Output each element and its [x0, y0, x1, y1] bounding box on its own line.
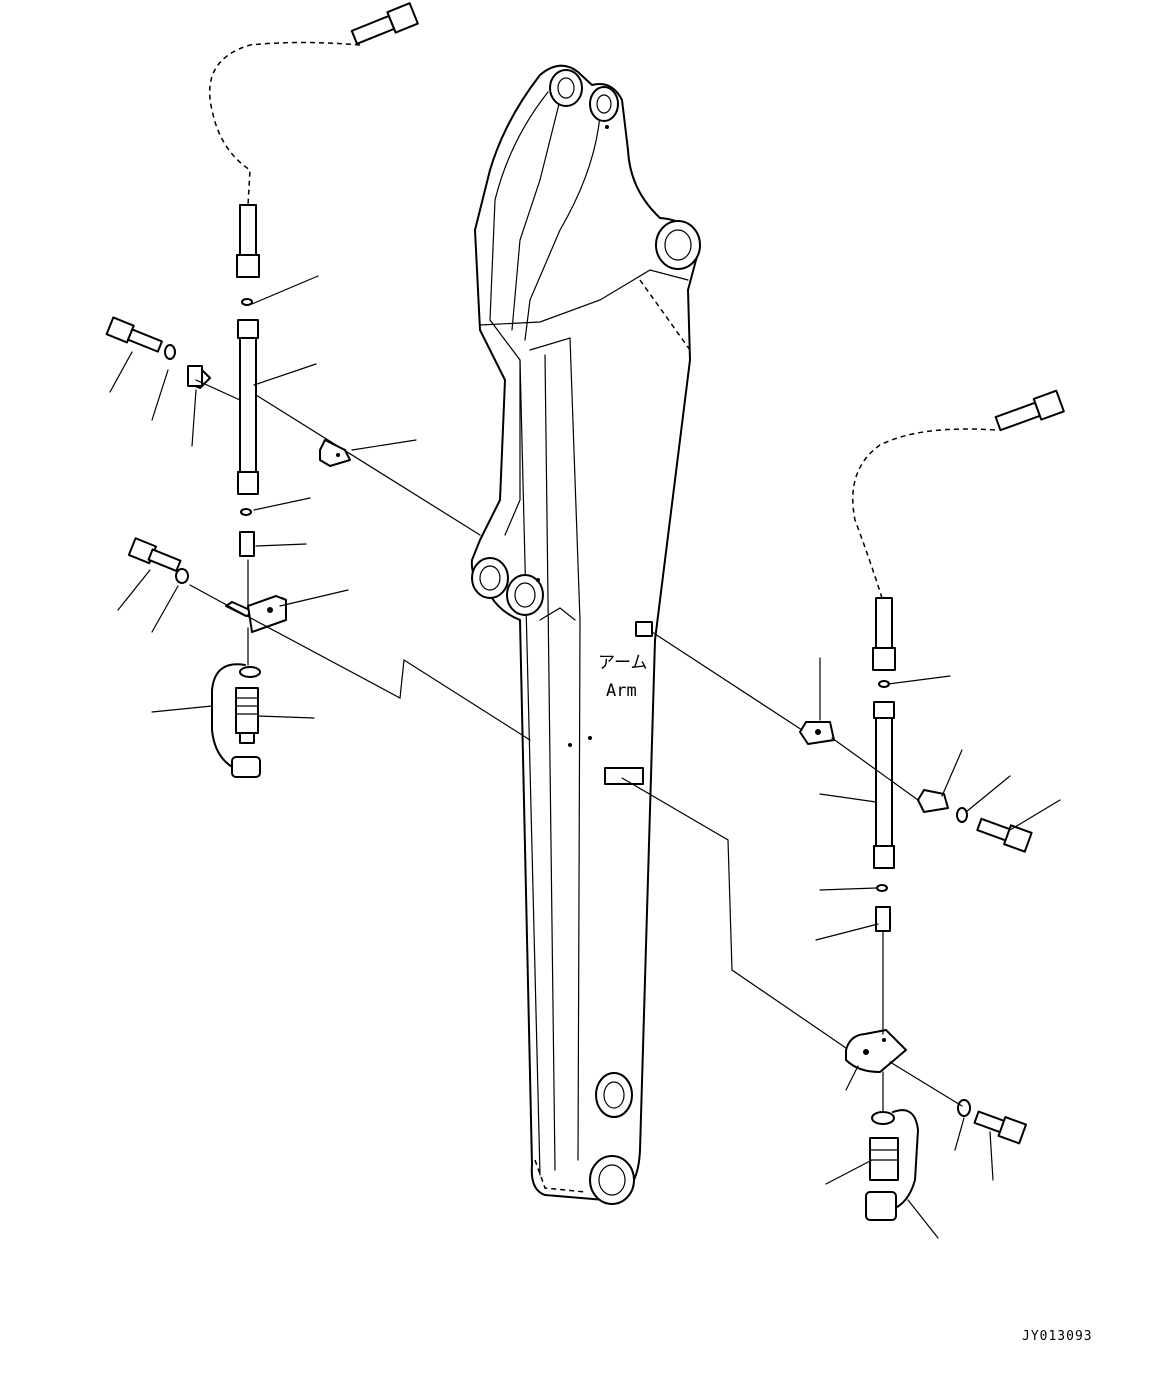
drawing-code: JY013093: [1022, 1329, 1093, 1344]
left-top-fitting: [350, 2, 419, 45]
arm-label-jp: アーム: [598, 653, 647, 673]
left-leader-lines: [109, 275, 417, 719]
left-lower-bolt: [127, 537, 182, 572]
right-grease-assembly: [621, 389, 1065, 1221]
arm-body: [470, 64, 701, 1205]
right-top-fitting: [994, 389, 1065, 432]
left-upper-bolt: [105, 316, 163, 353]
left-grease-assembly: [105, 2, 531, 778]
right-upper-bolt: [976, 817, 1033, 853]
right-leader-lines: [815, 657, 1061, 1239]
right-lower-bolt: [973, 1110, 1028, 1145]
arm-label-en: Arm: [606, 681, 637, 701]
